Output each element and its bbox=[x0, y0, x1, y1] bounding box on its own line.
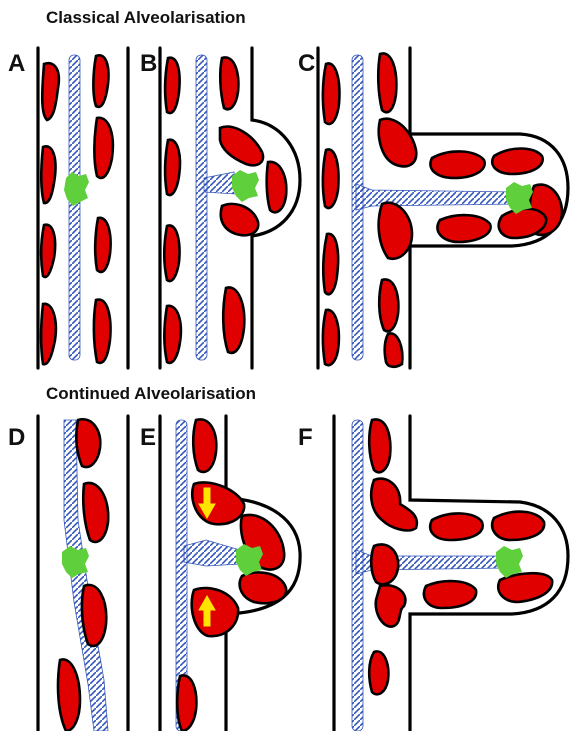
cell bbox=[492, 512, 544, 540]
cell bbox=[267, 162, 287, 212]
cell bbox=[492, 149, 542, 175]
cell bbox=[192, 588, 239, 636]
cell bbox=[164, 306, 180, 363]
cell bbox=[424, 581, 476, 608]
elastin-fiber bbox=[196, 55, 207, 360]
cell bbox=[165, 58, 179, 113]
cell bbox=[193, 419, 216, 472]
cell bbox=[177, 675, 196, 731]
cell bbox=[192, 482, 244, 524]
panel-c bbox=[318, 48, 568, 368]
cell bbox=[323, 310, 339, 365]
cell bbox=[221, 204, 258, 235]
cell bbox=[41, 225, 55, 277]
cell bbox=[93, 55, 108, 107]
cell bbox=[220, 57, 238, 109]
panel-a bbox=[38, 48, 128, 368]
cell bbox=[223, 287, 244, 352]
cell bbox=[323, 234, 338, 294]
cell bbox=[76, 419, 100, 467]
cell bbox=[94, 118, 112, 178]
elastin-fiber bbox=[352, 420, 363, 731]
cell bbox=[379, 203, 412, 259]
cell bbox=[369, 419, 390, 472]
growth-tip bbox=[232, 170, 259, 202]
cell bbox=[165, 140, 180, 195]
cell bbox=[379, 279, 398, 331]
panel-b bbox=[160, 48, 300, 368]
elastin-branch bbox=[184, 540, 240, 566]
cell bbox=[41, 146, 55, 203]
growth-tip bbox=[64, 172, 89, 206]
cell bbox=[430, 151, 484, 178]
cell bbox=[95, 218, 110, 272]
cell bbox=[371, 544, 398, 584]
cell bbox=[41, 304, 56, 364]
cell bbox=[376, 585, 406, 626]
cell bbox=[385, 333, 403, 366]
cell bbox=[323, 149, 339, 208]
cell bbox=[220, 127, 263, 166]
panel-e bbox=[160, 416, 300, 731]
cell bbox=[94, 300, 111, 363]
cell bbox=[430, 513, 482, 540]
cell bbox=[378, 53, 396, 112]
cell bbox=[437, 215, 490, 242]
cell bbox=[164, 225, 179, 281]
cell bbox=[58, 659, 80, 731]
elastin-branch bbox=[204, 172, 236, 194]
cell bbox=[83, 483, 108, 542]
panel-f bbox=[334, 416, 568, 731]
cell bbox=[42, 63, 59, 120]
cell bbox=[369, 651, 388, 694]
cell bbox=[82, 585, 106, 646]
cell bbox=[240, 572, 287, 603]
cell bbox=[323, 63, 340, 124]
panel-d bbox=[38, 416, 128, 731]
elastin-fiber bbox=[69, 55, 80, 360]
